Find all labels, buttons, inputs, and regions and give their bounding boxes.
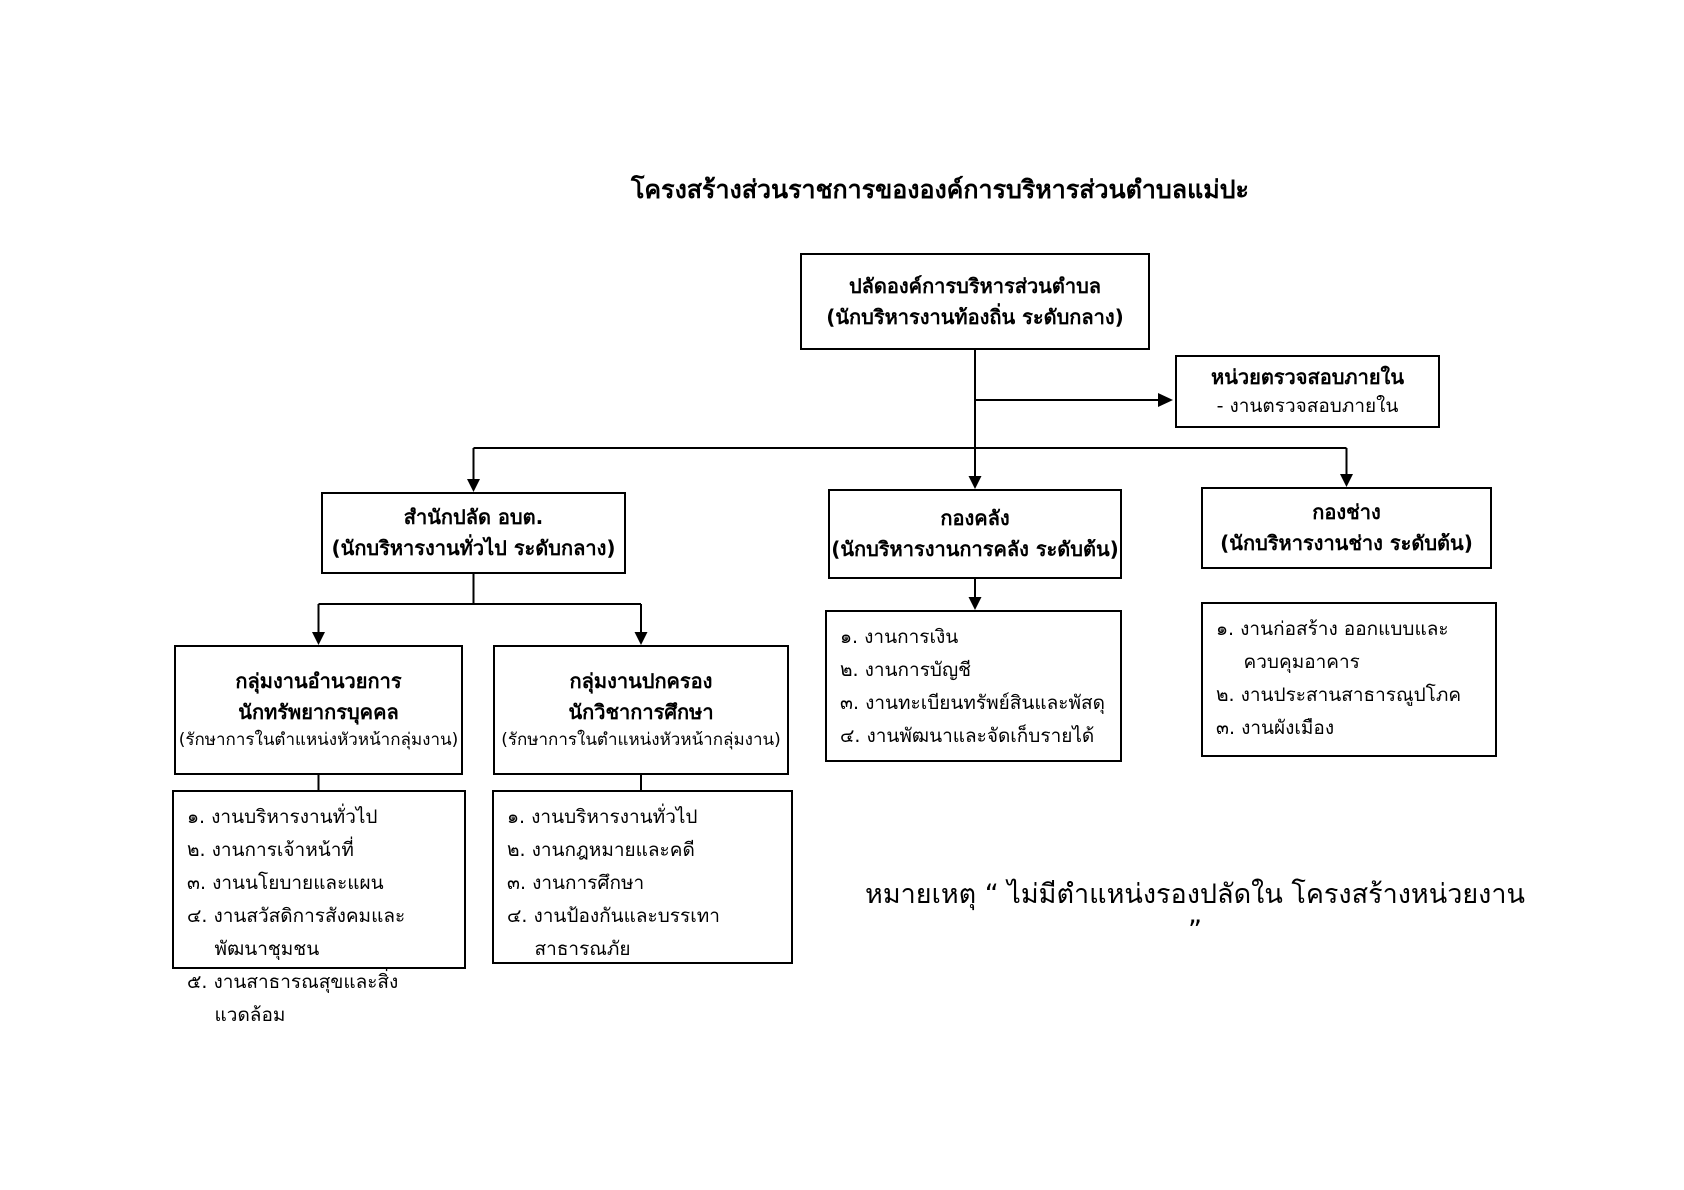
footer-note: หมายเหตุ “ ไม่มีตำแหน่งรองปลัดใน โครงสร้… (865, 879, 1525, 946)
chief-title: ปลัดองค์การบริหารส่วนตำบล (848, 273, 1102, 298)
list-item: ๒. งานประสานสาธารณูปโภค (1216, 684, 1462, 706)
division-finance-title: กองคลัง (940, 506, 1010, 530)
page-title: โครงสร้างส่วนราชการขององค์การบริหารส่วนต… (631, 175, 1249, 204)
division-engineering-subtitle: (นักบริหารงานช่าง ระดับต้น) (1220, 531, 1473, 555)
group-admin-position: นักทรัพยากรบุคคล (238, 700, 399, 725)
chief-box: ปลัดองค์การบริหารส่วนตำบล (นักบริหารงานท… (800, 253, 1150, 350)
list-item: ๑. งานบริหารงานทั่วไป (187, 806, 378, 828)
list-item: ๔. งานป้องกันและบรรเทาสาธารณภัย (507, 905, 720, 960)
division-engineering-title: กองช่าง (1312, 500, 1381, 524)
list-finance-box: ๑. งานการเงิน ๒. งานการบัญชี ๓. งานทะเบี… (825, 610, 1122, 762)
division-office-subtitle: (นักบริหารงานทั่วไป ระดับกลาง) (331, 536, 616, 560)
list-item: ๒. งานการบัญชี (840, 659, 972, 681)
group-governance-box: กลุ่มงานปกครอง นักวิชาการศึกษา (รักษาการ… (493, 645, 789, 775)
division-finance-subtitle: (นักบริหารงานการคลัง ระดับต้น) (831, 537, 1119, 561)
list-item: ๑. งานก่อสร้าง ออกแบบและ ควบคุมอาคาร (1216, 618, 1449, 673)
division-engineering-box: กองช่าง (นักบริหารงานช่าง ระดับต้น) (1201, 487, 1492, 569)
list-item: ๓. งานการศึกษา (507, 872, 645, 894)
arrowhead-finance-list (968, 597, 982, 610)
division-office-box: สำนักปลัด อบต. (นักบริหารงานทั่วไป ระดับ… (321, 492, 626, 574)
list-item: ๑. งานการเงิน (840, 626, 959, 648)
division-office-title: สำนักปลัด อบต. (403, 505, 544, 529)
internal-audit-item: - งานตรวจสอบภายใน (1216, 395, 1399, 418)
group-governance-note: (รักษาการในตำแหน่งหัวหน้ากลุ่มงาน) (501, 730, 781, 751)
list-governance-box: ๑. งานบริหารงานทั่วไป ๒. งานกฎหมายและคดี… (492, 790, 793, 964)
list-item: ๓. งานผังเมือง (1216, 717, 1335, 739)
list-item: ๕. งานสาธารณสุขและสิ่งแวดล้อม (187, 971, 399, 1026)
group-governance-position: นักวิชาการศึกษา (568, 700, 714, 725)
list-item: ๓. งานนโยบายและแผน (187, 872, 384, 894)
group-admin-title: กลุ่มงานอำนวยการ (235, 669, 402, 694)
arrowhead-finance (968, 476, 982, 489)
arrowhead-group-governance (634, 632, 648, 645)
group-admin-note: (รักษาการในตำแหน่งหัวหน้ากลุ่มงาน) (178, 730, 459, 751)
internal-audit-title: หน่วยตรวจสอบภายใน (1211, 365, 1404, 390)
arrowhead-office (467, 479, 480, 492)
chief-subtitle: (นักบริหารงานท้องถิ่น ระดับกลาง) (826, 304, 1124, 329)
group-admin-box: กลุ่มงานอำนวยการ นักทรัพยากรบุคคล (รักษา… (174, 645, 463, 775)
list-item: ๒. งานกฎหมายและคดี (507, 839, 695, 861)
list-item: ๔. งานสวัสดิการสังคมและพัฒนาชุมชน (187, 905, 406, 960)
list-admin-box: ๑. งานบริหารงานทั่วไป ๒. งานการเจ้าหน้าท… (172, 790, 466, 1026)
arrowhead-audit (1158, 393, 1173, 407)
list-item: ๔. งานพัฒนาและจัดเก็บรายได้ (840, 725, 1095, 747)
division-finance-box: กองคลัง (นักบริหารงานการคลัง ระดับต้น) (828, 489, 1122, 579)
list-item: ๒. งานการเจ้าหน้าที่ (187, 839, 354, 861)
list-item: ๓. งานทะเบียนทรัพย์สินและพัสดุ (840, 692, 1105, 714)
list-engineering-box: ๑. งานก่อสร้าง ออกแบบและ ควบคุมอาคาร ๒. … (1201, 602, 1497, 757)
group-governance-title: กลุ่มงานปกครอง (569, 669, 713, 694)
internal-audit-box: หน่วยตรวจสอบภายใน - งานตรวจสอบภายใน (1175, 355, 1440, 428)
arrowhead-group-admin (312, 632, 325, 645)
arrowhead-engineering (1340, 474, 1353, 487)
list-item: ๑. งานบริหารงานทั่วไป (507, 806, 698, 828)
